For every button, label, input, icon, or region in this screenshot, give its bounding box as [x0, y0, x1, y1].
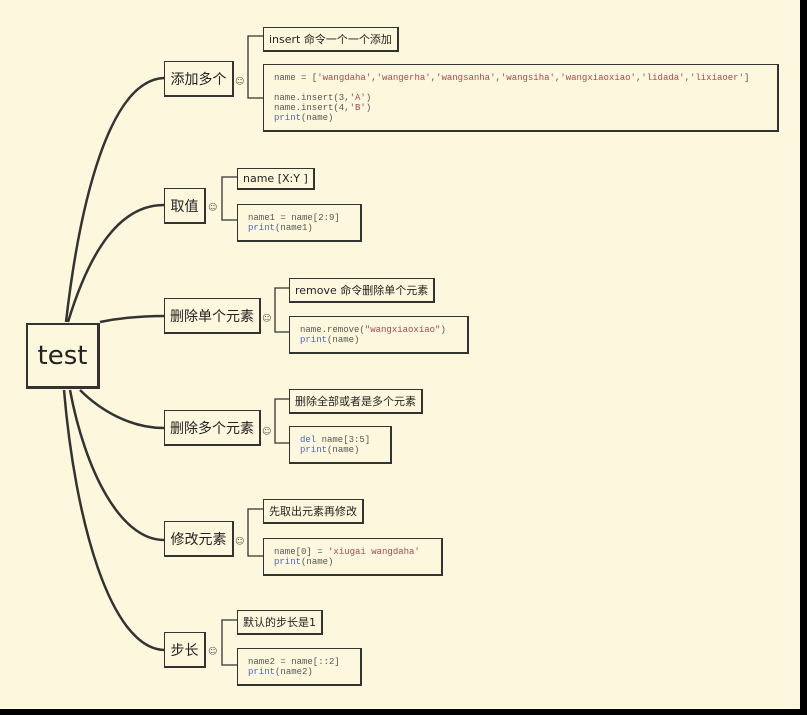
code-line: name.insert(4,'B'): [274, 102, 372, 113]
topic-4-note-text: 删除全部或者是多个元素: [295, 395, 416, 408]
code-line: name2 = name[::2]: [248, 656, 340, 667]
code-line: print(name): [300, 334, 360, 345]
topic-4-note: 删除全部或者是多个元素: [289, 389, 423, 414]
connector-root-topic-4: [79, 389, 165, 430]
topic-1-note: insert 命令一个一个添加: [263, 27, 399, 52]
code-line: print(name): [300, 444, 360, 455]
topic-4-code: del name[3:5] print(name): [289, 426, 392, 464]
topic-2-note: name [X:Y ]: [237, 168, 315, 190]
connector-root-topic-3: [99, 314, 165, 324]
bracket-topic-3: [274, 287, 289, 333]
topic-5[interactable]: 修改元素: [164, 521, 234, 557]
smiley-icon[interactable]: ☺: [208, 203, 218, 213]
topic-6-code: name2 = name[::2] print(name2): [237, 648, 362, 686]
topic-4[interactable]: 删除多个元素: [164, 410, 261, 446]
topic-2-code: name1 = name[2:9] print(name1): [237, 204, 362, 242]
root-topic[interactable]: test: [26, 323, 100, 389]
root-topic-label: test: [37, 340, 88, 371]
topic-5-label: 修改元素: [170, 531, 227, 548]
topic-2-note-text: name [X:Y ]: [243, 172, 308, 185]
code-line: name[0] = 'xiugai wangdaha': [274, 546, 420, 557]
bracket-topic-6: [221, 619, 237, 666]
topic-5-note-text: 先取出元素再修改: [269, 505, 357, 518]
topic-6[interactable]: 步长: [164, 632, 206, 668]
code-line: name.remove("wangxiaoxiao"): [300, 324, 446, 335]
bracket-topic-4: [274, 398, 289, 444]
topic-1-code: name = ['wangdaha','wangerha','wangsanha…: [263, 64, 779, 132]
topic-3[interactable]: 删除单个元素: [164, 298, 261, 334]
connector-root-topic-1: [64, 76, 165, 323]
code-line: print(name2): [248, 666, 313, 677]
bracket-topic-5: [247, 508, 263, 557]
smiley-icon[interactable]: ☺: [262, 427, 272, 437]
topic-2[interactable]: 取值: [164, 188, 206, 224]
connector-root-topic-2: [66, 203, 165, 323]
code-line: del name[3:5]: [300, 434, 371, 445]
smiley-icon[interactable]: ☺: [262, 314, 272, 324]
smiley-icon[interactable]: ☺: [208, 647, 218, 657]
topic-6-label: 步长: [170, 642, 199, 659]
smiley-icon[interactable]: ☺: [235, 537, 245, 547]
code-line: name1 = name[2:9]: [248, 212, 340, 223]
topic-2-label: 取值: [170, 198, 199, 215]
code-line: [274, 83, 767, 93]
topic-3-note: remove 命令删除单个元素: [289, 278, 436, 303]
topic-3-label: 删除单个元素: [170, 308, 254, 325]
topic-1[interactable]: 添加多个: [164, 61, 234, 97]
bracket-topic-2: [221, 176, 237, 221]
code-line: print(name): [274, 556, 334, 567]
topic-1-note-text: insert 命令一个一个添加: [269, 33, 392, 46]
topic-6-note: 默认的步长是1: [237, 610, 323, 635]
code-line: name.insert(3,'A'): [274, 92, 372, 103]
code-line: name = ['wangdaha','wangerha','wangsanha…: [274, 72, 750, 83]
code-line: print(name1): [248, 222, 313, 233]
smiley-icon[interactable]: ☺: [235, 77, 245, 87]
topic-3-note-text: remove 命令删除单个元素: [295, 284, 429, 297]
topic-5-note: 先取出元素再修改: [263, 499, 364, 524]
connector-root-topic-6: [62, 389, 165, 652]
topic-3-code: name.remove("wangxiaoxiao") print(name): [289, 316, 469, 354]
topic-4-label: 删除多个元素: [170, 420, 254, 437]
bracket-topic-1: [247, 35, 263, 99]
code-line: print(name): [274, 112, 334, 123]
topic-6-note-text: 默认的步长是1: [243, 616, 316, 629]
connector-root-topic-5: [68, 389, 165, 542]
topic-5-code: name[0] = 'xiugai wangdaha' print(name): [263, 538, 443, 576]
topic-1-label: 添加多个: [170, 71, 227, 88]
